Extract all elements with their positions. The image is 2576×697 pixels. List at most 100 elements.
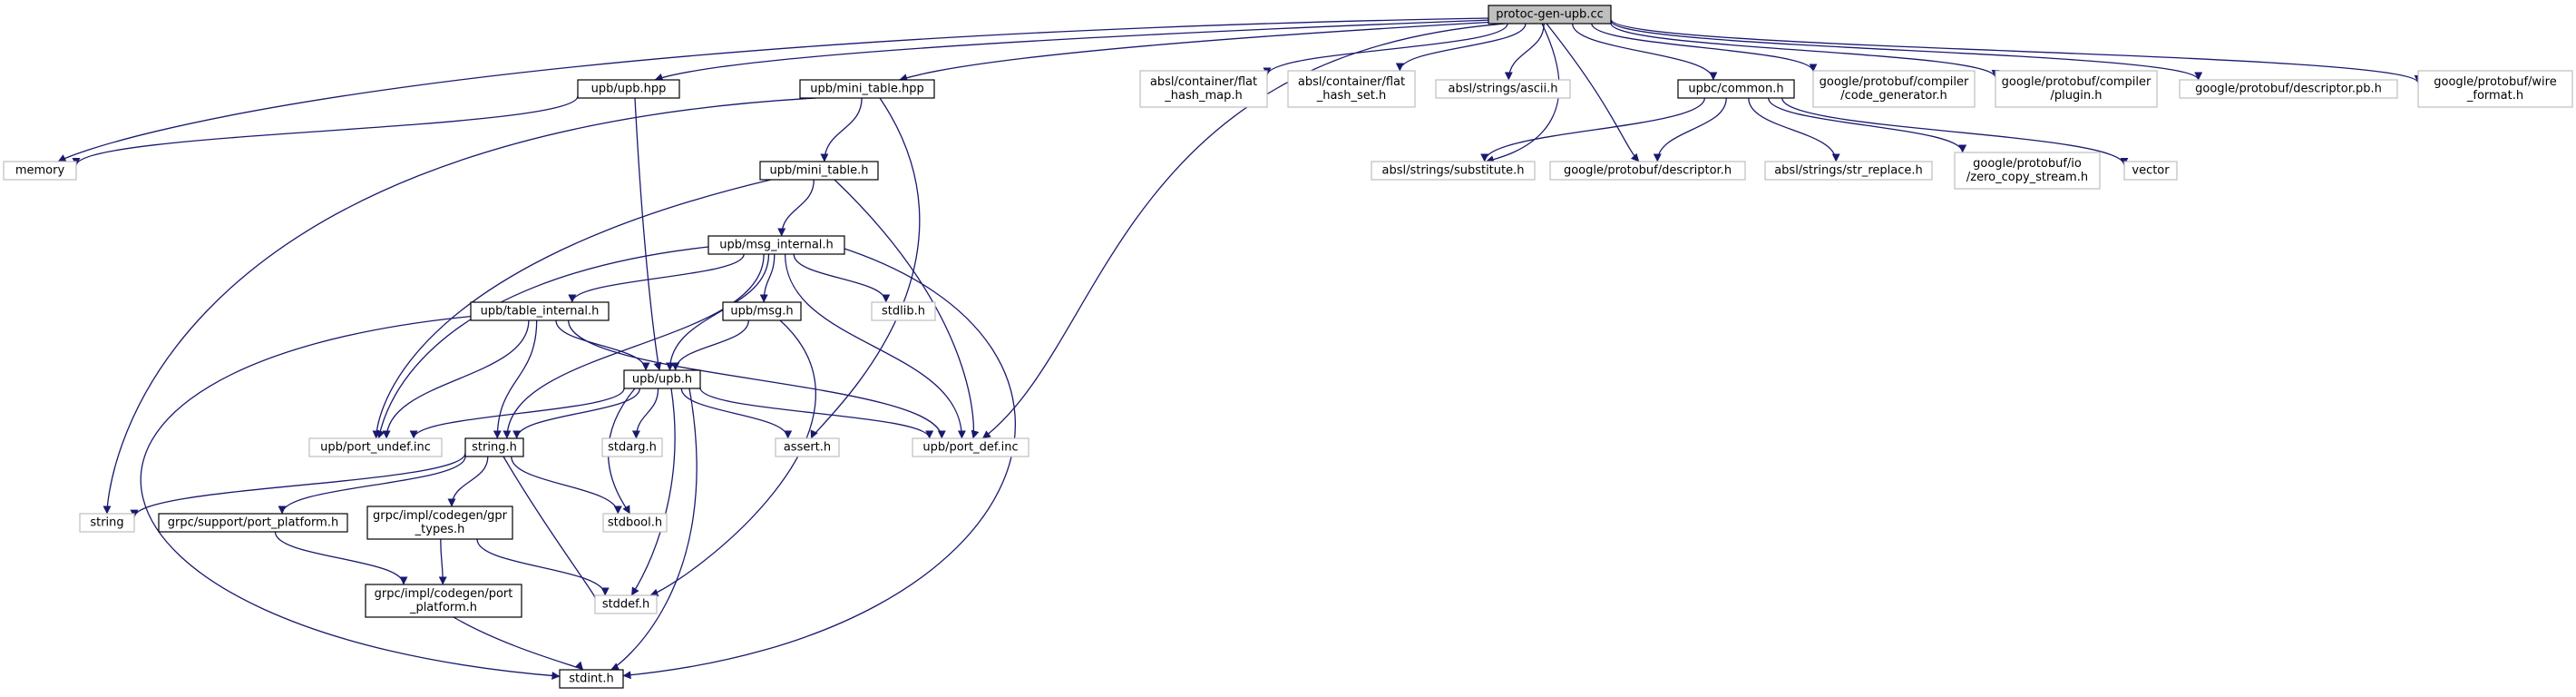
- node-box: [2123, 161, 2178, 181]
- edge-string_h-to-stddef: [503, 456, 604, 604]
- edge-msg_internal-to-table_internal: [568, 253, 745, 303]
- node-label: upb/port_undef.inc: [320, 441, 431, 455]
- node-label: google/protobuf/descriptor.pb.h: [2195, 83, 2382, 96]
- edge-port_platform_grpc-to-codegen_port_platform: [274, 531, 408, 585]
- node-box: [365, 584, 522, 618]
- node-box: [775, 437, 840, 457]
- edge-string_h-to-stdbool: [511, 456, 622, 515]
- node-box: [79, 513, 135, 533]
- node-label: string: [90, 516, 123, 530]
- node-label: upb/msg.h: [730, 305, 793, 319]
- node-upb_hpp[interactable]: upb/upb.hpp: [577, 79, 680, 99]
- node-msg_h[interactable]: upb/msg.h: [722, 301, 802, 321]
- node-box: [366, 506, 513, 540]
- node-upb_h[interactable]: upb/upb.h: [623, 369, 701, 389]
- node-protoc[interactable]: protoc-gen-upb.cc: [1488, 5, 1612, 25]
- node-port_platform_grpc[interactable]: grpc/support/port_platform.h: [158, 513, 348, 533]
- edge-mini_table_hpp-to-assert: [810, 97, 921, 439]
- edge-string_h-to-string: [130, 453, 466, 518]
- node-box: [594, 594, 658, 614]
- edge-protoc-to-flat_hash_map: [1263, 23, 1508, 76]
- node-box: [799, 79, 935, 99]
- edge-gpr_types-to-codegen_port_platform: [438, 538, 447, 585]
- node-mini_table_h[interactable]: upb/mini_table.h: [759, 161, 879, 181]
- node-box: [722, 301, 802, 321]
- node-vector: vector: [2123, 161, 2178, 181]
- edge-gpr_types-to-stddef: [476, 538, 610, 596]
- node-flat_hash_map: absl/container/flat_hash_map.h: [1139, 70, 1268, 108]
- node-box: [1677, 79, 1795, 99]
- edge-upb_hpp-to-memory: [72, 95, 579, 166]
- node-box: [2179, 79, 2398, 99]
- node-label: stdint.h: [569, 672, 613, 686]
- node-str_replace: absl/strings/str_replace.h: [1764, 161, 1933, 181]
- node-label: upbc/common.h: [1688, 83, 1783, 96]
- node-box: [912, 437, 1029, 457]
- node-box: [3, 161, 77, 181]
- node-box: [470, 301, 610, 321]
- node-port_def: upb/port_def.inc: [912, 437, 1029, 457]
- node-stdarg: stdarg.h: [601, 437, 663, 457]
- edge-mini_table_h-to-port_undef: [372, 179, 772, 439]
- edge-protoc-to-upb_hpp: [654, 19, 1493, 82]
- node-box: [158, 513, 348, 533]
- node-wire_format: google/protobuf/wire_format.h: [2417, 70, 2573, 108]
- node-box: [707, 235, 845, 255]
- edge-msg_internal-to-upb_h: [666, 253, 770, 371]
- node-codegen_port_platform[interactable]: grpc/impl/codegen/port_platform.h: [365, 584, 522, 618]
- node-label: stdarg.h: [608, 441, 657, 455]
- node-substitute: absl/strings/substitute.h: [1371, 161, 1536, 181]
- edge-msg_internal-to-string_h: [503, 253, 765, 439]
- node-label: assert.h: [784, 441, 831, 455]
- node-table_internal[interactable]: upb/table_internal.h: [470, 301, 610, 321]
- node-label: google/protobuf/compiler: [2002, 75, 2152, 89]
- node-label: /code_generator.h: [1840, 89, 1947, 103]
- node-box: [1435, 79, 1571, 99]
- node-label: memory: [15, 164, 65, 178]
- node-box: [602, 513, 668, 533]
- node-msg_internal[interactable]: upb/msg_internal.h: [707, 235, 845, 255]
- edge-upbc_common-to-vector: [1781, 97, 2129, 166]
- node-stdint[interactable]: stdint.h: [559, 669, 624, 689]
- edge-msg_internal-to-port_undef: [376, 246, 709, 439]
- node-label: upb/upb.h: [632, 373, 692, 387]
- node-label: /zero_copy_stream.h: [1966, 171, 2088, 184]
- edge-protoc-to-flat_hash_set: [1395, 23, 1527, 72]
- node-label: _format.h: [2466, 89, 2523, 103]
- edge-protoc-to-substitute: [1485, 23, 1560, 164]
- edge-upbc_common-to-descriptor_h: [1653, 97, 1727, 162]
- edge-upbc_common-to-str_replace: [1748, 97, 1840, 162]
- node-gpr_types[interactable]: grpc/impl/codegen/gpr_types.h: [366, 506, 513, 540]
- edge-upb_h-to-stdbool: [608, 388, 636, 515]
- edge-protoc-to-upbc_common: [1571, 23, 1718, 81]
- node-box: [871, 301, 936, 321]
- edge-msg_internal-to-msg_h: [759, 253, 776, 303]
- edge-protoc-to-port_def: [981, 23, 1507, 439]
- edge-msg_h-to-stddef: [649, 319, 817, 597]
- node-descriptor_pb: google/protobuf/descriptor.pb.h: [2179, 79, 2398, 99]
- edge-table_internal-to-port_undef: [382, 319, 530, 439]
- node-stddef: stddef.h: [594, 594, 658, 614]
- node-label: absl/container/flat: [1298, 75, 1405, 89]
- node-box: [1488, 5, 1612, 25]
- edge-protoc-to-mini_table_hpp: [899, 21, 1498, 83]
- node-label: stddef.h: [602, 598, 649, 612]
- node-string_h[interactable]: string.h: [464, 437, 524, 457]
- edge-table_internal-to-upb_h: [555, 319, 650, 371]
- node-label: vector: [2132, 164, 2170, 178]
- node-box: [601, 437, 663, 457]
- node-code_generator: google/protobuf/compiler/code_generator.…: [1812, 70, 1976, 108]
- node-mini_table_hpp[interactable]: upb/mini_table.hpp: [799, 79, 935, 99]
- node-memory: memory: [3, 161, 77, 181]
- node-box: [559, 669, 624, 689]
- node-label: absl/strings/substitute.h: [1381, 164, 1524, 178]
- edge-table_internal-to-string_h: [493, 319, 538, 439]
- node-label: absl/strings/ascii.h: [1449, 83, 1558, 96]
- node-upbc_common[interactable]: upbc/common.h: [1677, 79, 1795, 99]
- node-assert: assert.h: [775, 437, 840, 457]
- edge-string_h-to-port_platform_grpc: [278, 456, 466, 515]
- node-plugin: google/protobuf/compiler/plugin.h: [1995, 70, 2158, 108]
- edge-upb_hpp-to-upb_h: [634, 97, 662, 371]
- node-box: [2417, 70, 2573, 108]
